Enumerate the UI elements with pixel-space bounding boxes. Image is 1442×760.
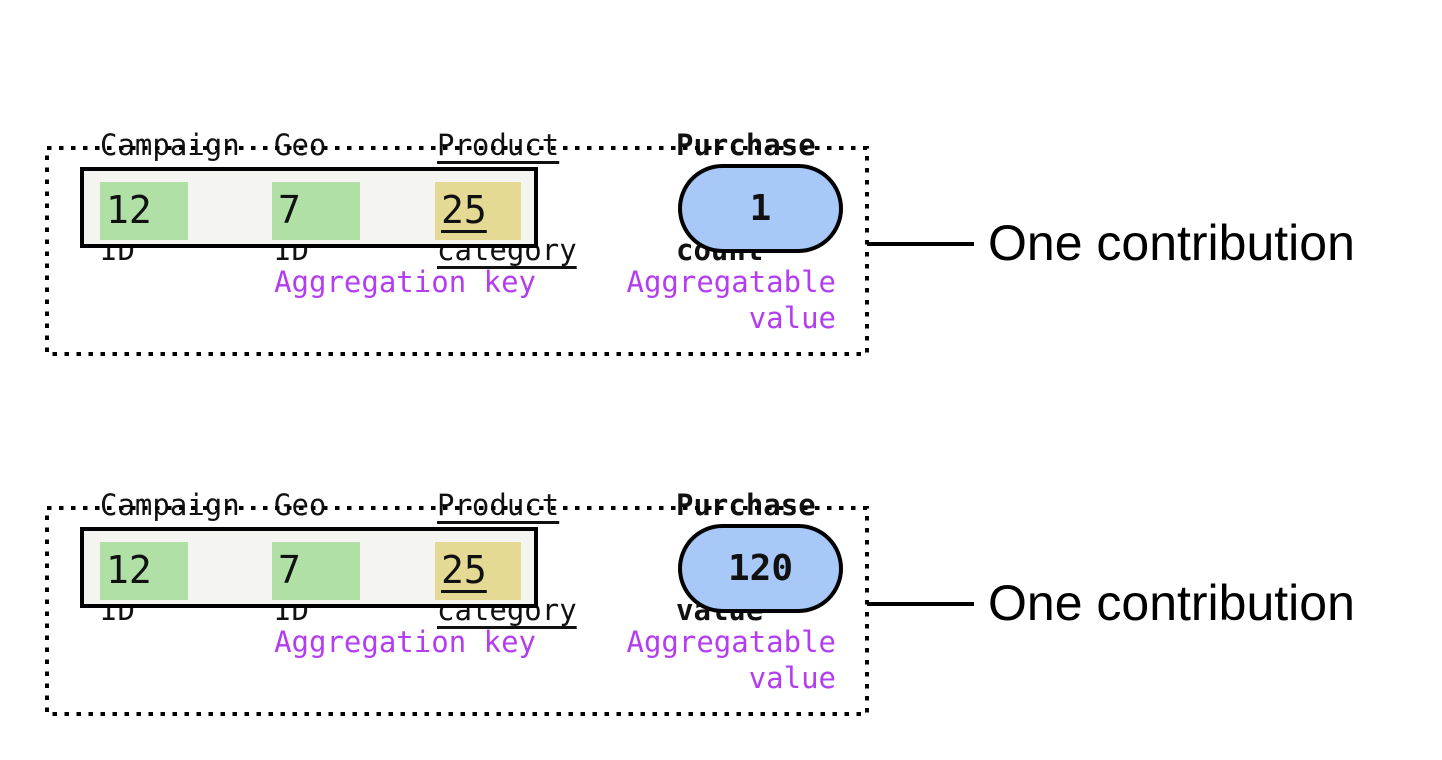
- aggregation-key-label: Aggregation key: [274, 625, 536, 659]
- header-line: Campaign: [100, 488, 240, 522]
- header-line: Purchase: [676, 128, 816, 162]
- record-row: 12 7 25: [80, 527, 538, 608]
- connector-line: [867, 242, 974, 246]
- one-contribution-label: One contribution: [988, 215, 1355, 271]
- aggregatable-value-label-line: Aggregatable: [626, 265, 836, 299]
- aggregatable-value-label: Aggregatable value: [580, 624, 836, 696]
- cell-campaign-id: 12: [100, 542, 188, 600]
- header-line: Product: [437, 488, 560, 522]
- record-row: 12 7 25: [80, 167, 538, 248]
- column-header-campaign-id: Campaign ID: [100, 418, 240, 698]
- aggregation-key-label: Aggregation key: [274, 265, 536, 299]
- header-line: Product: [437, 128, 560, 162]
- contribution-example-value: Campaign ID Geo ID Product category Purc…: [0, 360, 1442, 740]
- aggregatable-value-label-line: value: [748, 301, 836, 335]
- cell-geo-id: 7: [272, 182, 360, 240]
- header-line: Campaign: [100, 128, 240, 162]
- connector-line: [867, 602, 974, 606]
- aggregatable-value-label: Aggregatable value: [580, 264, 836, 336]
- cell-campaign-id: 12: [100, 182, 188, 240]
- header-line: Geo: [274, 488, 327, 522]
- aggregatable-value-pill: 1: [678, 164, 843, 253]
- cell-product-category: 25: [435, 542, 521, 600]
- contribution-example-count: Campaign ID Geo ID Product category Purc…: [45, 128, 1355, 356]
- contribution-boundary-box: [45, 146, 869, 356]
- aggregatable-value-label-line: Aggregatable: [626, 625, 836, 659]
- header-line: Purchase: [676, 488, 816, 522]
- cell-geo-id: 7: [272, 542, 360, 600]
- contribution-boundary-box: [45, 506, 869, 716]
- one-contribution-label: One contribution: [988, 575, 1355, 631]
- aggregatable-value-label-line: value: [748, 661, 836, 695]
- aggregatable-value-pill: 120: [678, 524, 843, 613]
- header-line: Geo: [274, 128, 327, 162]
- cell-product-category: 25: [435, 182, 521, 240]
